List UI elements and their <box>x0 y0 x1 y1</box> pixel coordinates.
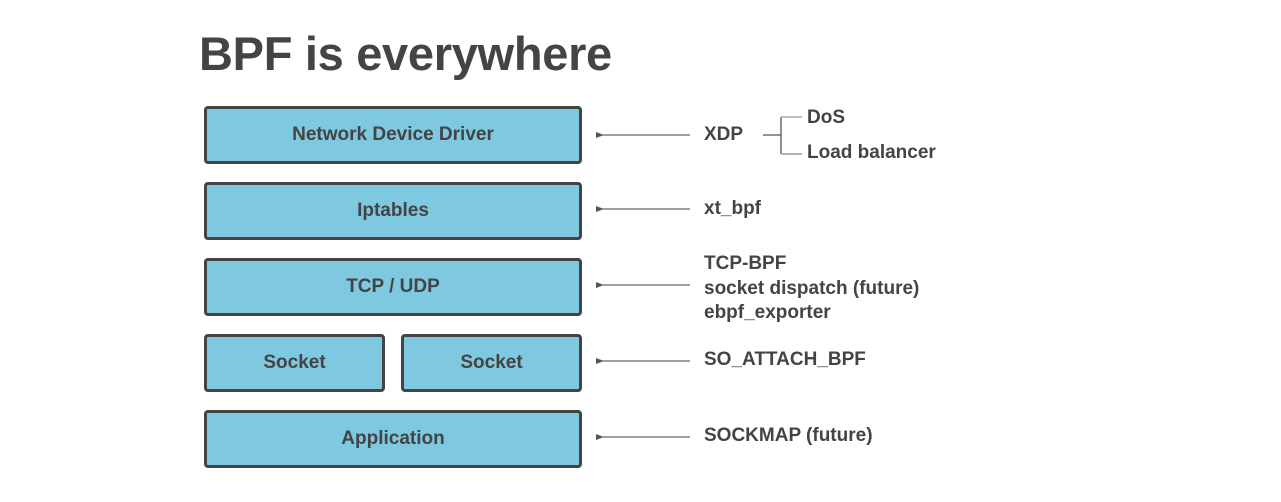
hook-label-tcp-bpf: TCP-BPF <box>704 253 787 274</box>
layer-box-application: Application <box>204 410 582 468</box>
slide-title: BPF is everywhere <box>199 27 612 80</box>
xdp-bracket <box>763 116 802 155</box>
layer-label: Application <box>341 428 445 449</box>
sub-hook-label-load-balancer: Load balancer <box>807 142 936 163</box>
layer-box-socket-2: Socket <box>401 334 582 392</box>
layer-box-iptables: Iptables <box>204 182 582 240</box>
layer-box-network-device-driver: Network Device Driver <box>204 106 582 164</box>
hook-label-so-attach-bpf: SO_ATTACH_BPF <box>704 349 866 370</box>
hook-label-xt-bpf: xt_bpf <box>704 198 761 219</box>
layer-label: Iptables <box>357 200 429 221</box>
layer-label: TCP / UDP <box>346 276 440 297</box>
layer-box-tcp-udp: TCP / UDP <box>204 258 582 316</box>
hook-label-sockmap: SOCKMAP (future) <box>704 425 873 446</box>
layer-label: Network Device Driver <box>292 124 494 145</box>
sub-hook-label-dos: DoS <box>807 107 845 128</box>
layer-box-socket-1: Socket <box>204 334 385 392</box>
hook-label-ebpf-exporter: ebpf_exporter <box>704 302 831 323</box>
layer-label: Socket <box>263 352 326 373</box>
hook-label-xdp: XDP <box>704 124 744 145</box>
hook-label-socket-dispatch: socket dispatch (future) <box>704 278 920 299</box>
layer-label: Socket <box>460 352 523 373</box>
